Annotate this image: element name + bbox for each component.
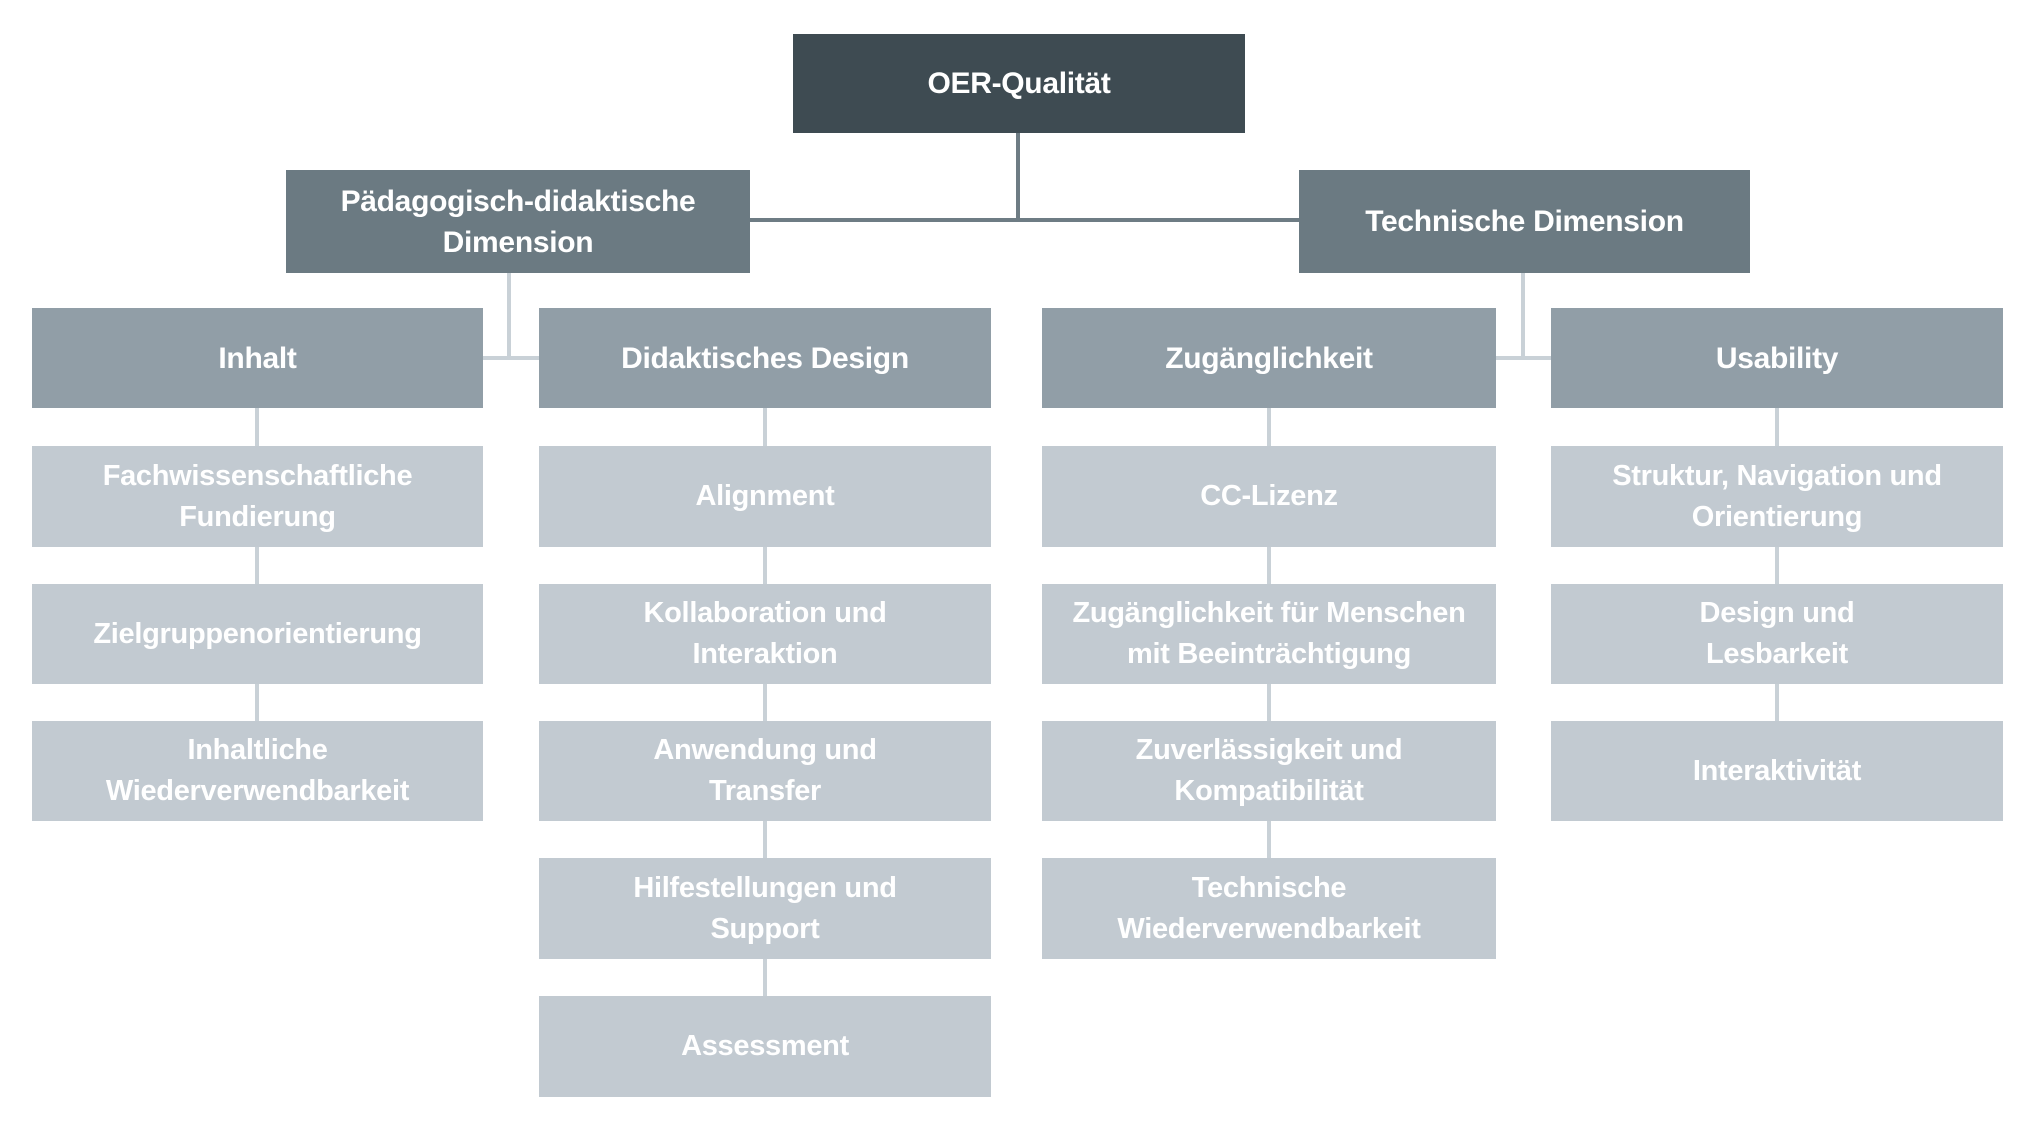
node-zuverlaessigkeit-und-kompatibilitaet: Zuverlässigkeit und Kompatibilität (1042, 721, 1496, 821)
connector-inhalt-child-3 (255, 684, 259, 721)
node-fachwissenschaftliche-fundierung: Fachwissenschaftliche Fundierung (32, 446, 483, 547)
node-cc-lizenz: CC-Lizenz (1042, 446, 1496, 547)
node-zugaenglichkeit: Zugänglichkeit (1042, 308, 1496, 408)
connector-zugaenglichkeit-child-1 (1267, 408, 1271, 446)
node-interaktivitaet: Interaktivität (1551, 721, 2003, 821)
connector-zugaenglichkeit-child-3 (1267, 684, 1271, 721)
connector-didaktisches-child-3 (763, 684, 767, 721)
node-oer-qualitaet: OER-Qualität (793, 34, 1245, 133)
connector-zugaenglichkeit-child-4 (1267, 821, 1271, 858)
connector-paedagogisch-stub (507, 273, 511, 358)
node-hilfestellungen-und-support: Hilfestellungen und Support (539, 858, 991, 959)
connector-usability-child-1 (1775, 408, 1779, 446)
connector-inhalt-child-1 (255, 408, 259, 446)
node-kollaboration-und-interaktion: Kollaboration und Interaktion (539, 584, 991, 684)
connector-didaktisches-child-2 (763, 547, 767, 584)
node-paedagogisch-didaktische-dimension: Pädagogisch-didaktische Dimension (286, 170, 750, 273)
node-struktur-navigation-orientierung: Struktur, Navigation und Orientierung (1551, 446, 2003, 547)
connector-didaktisches-child-4 (763, 821, 767, 858)
connector-usability-child-2 (1775, 547, 1779, 584)
connector-root-stub (1016, 133, 1020, 222)
connector-technische-branch (1496, 356, 1551, 360)
node-assessment: Assessment (539, 996, 991, 1097)
connector-root-branch (750, 218, 1299, 222)
connector-didaktisches-child-5 (763, 959, 767, 996)
node-alignment: Alignment (539, 446, 991, 547)
node-usability: Usability (1551, 308, 2003, 408)
node-design-und-lesbarkeit: Design und Lesbarkeit (1551, 584, 2003, 684)
node-didaktisches-design: Didaktisches Design (539, 308, 991, 408)
node-technische-dimension: Technische Dimension (1299, 170, 1750, 273)
node-anwendung-und-transfer: Anwendung und Transfer (539, 721, 991, 821)
node-zugaenglichkeit-fuer-menschen: Zugänglichkeit für Menschen mit Beeinträ… (1042, 584, 1496, 684)
connector-technische-stub (1521, 273, 1525, 358)
connector-zugaenglichkeit-child-2 (1267, 547, 1271, 584)
connector-inhalt-child-2 (255, 547, 259, 584)
node-technische-wiederverwendbarkeit: Technische Wiederverwendbarkeit (1042, 858, 1496, 959)
connector-didaktisches-child-1 (763, 408, 767, 446)
connector-paedagogisch-branch (483, 356, 539, 360)
node-zielgruppenorientierung: Zielgruppenorientierung (32, 584, 483, 684)
node-inhalt: Inhalt (32, 308, 483, 408)
connector-usability-child-3 (1775, 684, 1779, 721)
node-inhaltliche-wiederverwendbarkeit: Inhaltliche Wiederverwendbarkeit (32, 721, 483, 821)
